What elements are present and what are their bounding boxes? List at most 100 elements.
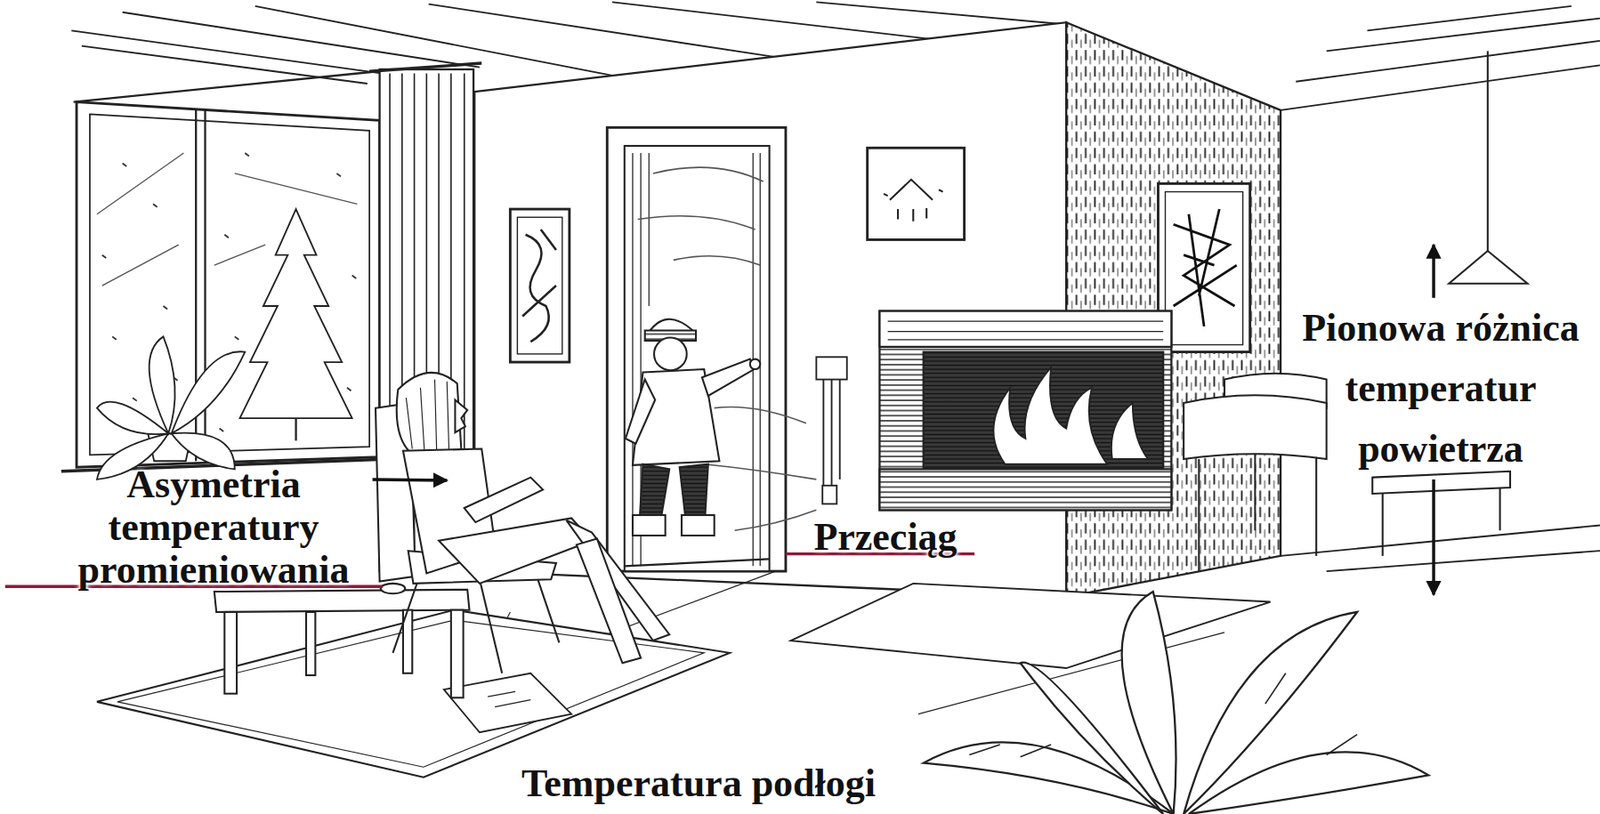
doorway xyxy=(624,558,770,566)
ceiling xyxy=(1280,64,1600,110)
doorway xyxy=(632,153,760,566)
ceiling xyxy=(71,30,383,73)
fireplace xyxy=(1111,403,1148,460)
doorway xyxy=(624,145,770,572)
woman-figure xyxy=(405,379,449,456)
wall-picture xyxy=(1164,192,1243,346)
wall-picture xyxy=(517,217,562,355)
woman-figure xyxy=(576,538,641,663)
window xyxy=(61,102,390,472)
wall-picture xyxy=(1173,209,1237,327)
annotation-label: Temperatura podłogi xyxy=(467,762,930,806)
window xyxy=(240,209,353,419)
right-chairs xyxy=(1372,471,1511,494)
ceiling xyxy=(1295,40,1600,82)
up-arrow xyxy=(1431,244,1435,299)
curtain xyxy=(369,63,482,72)
woman-figure xyxy=(393,579,420,654)
wall-picture xyxy=(522,229,557,342)
annotation-label: Przeciąg xyxy=(769,516,1002,559)
pendant-lamp xyxy=(1448,250,1528,284)
magazine xyxy=(487,691,531,707)
child-figure xyxy=(681,515,715,536)
window-plant xyxy=(149,336,176,434)
woman-figure xyxy=(479,579,502,673)
coffee-table xyxy=(306,612,316,676)
floor-rug xyxy=(791,583,1271,669)
down-arrow xyxy=(1431,479,1435,596)
foreground-plant xyxy=(1020,662,1164,814)
woman-figure xyxy=(375,372,670,674)
right-wall xyxy=(1326,550,1600,572)
ceiling xyxy=(1326,18,1600,52)
fireplace xyxy=(888,321,1164,340)
doorway xyxy=(606,127,817,572)
window xyxy=(76,102,380,468)
wall-picture xyxy=(867,147,965,240)
woman-figure xyxy=(454,399,468,433)
window-plant xyxy=(171,351,246,434)
child-figure xyxy=(679,464,709,521)
woman-figure xyxy=(464,477,543,523)
right-chairs xyxy=(1315,457,1318,557)
wall-outlet xyxy=(831,379,833,489)
doorway xyxy=(638,167,817,531)
wall-picture xyxy=(883,179,944,222)
window xyxy=(96,153,357,286)
coffee-table xyxy=(224,612,237,695)
child-figure xyxy=(632,515,666,536)
coffee-table xyxy=(214,583,470,698)
wall-outlet xyxy=(839,379,841,480)
annotation-arrows xyxy=(372,244,1434,595)
ceiling xyxy=(73,71,379,102)
right-wall xyxy=(1280,525,1600,573)
foreground-plant xyxy=(969,673,1358,758)
foreground-plant xyxy=(923,591,1430,814)
right-wall xyxy=(1280,525,1600,557)
wall-outlet xyxy=(816,356,847,504)
coffee-table xyxy=(214,589,470,613)
right-chairs xyxy=(1183,395,1327,460)
fireplace xyxy=(879,468,1172,510)
wall-picture xyxy=(509,209,570,363)
ceiling xyxy=(1367,6,1572,32)
child-figure xyxy=(625,319,760,536)
fireplace xyxy=(993,367,1108,465)
ceiling xyxy=(428,4,776,58)
fireplace xyxy=(879,311,1172,511)
fireplace xyxy=(879,311,1172,511)
right-chairs xyxy=(1197,459,1200,572)
child-figure xyxy=(702,359,754,396)
wall-outlet xyxy=(822,379,825,489)
annotation-label: Pionowa różnica temperatur powietrza xyxy=(1289,298,1592,480)
window xyxy=(102,153,357,432)
wall-outlet xyxy=(816,356,847,380)
floor-carpet xyxy=(96,610,730,778)
child-figure xyxy=(750,359,760,370)
ceiling xyxy=(816,1,1067,25)
pointer-arrow xyxy=(372,479,448,481)
child-figure xyxy=(625,379,655,445)
ceiling xyxy=(255,6,613,76)
ceiling xyxy=(81,46,368,84)
wall-picture xyxy=(509,209,570,363)
window-plant xyxy=(96,336,245,480)
right-chairs xyxy=(1499,487,1502,531)
foreground-plant xyxy=(1188,751,1429,814)
coffee-table xyxy=(380,583,406,594)
fireplace xyxy=(879,311,1172,348)
window xyxy=(89,113,370,455)
pendant-lamp xyxy=(1486,50,1489,253)
right-chairs xyxy=(1253,453,1256,531)
right-chairs xyxy=(1381,493,1384,557)
child-figure xyxy=(654,338,687,372)
window xyxy=(294,418,297,441)
woman-figure xyxy=(396,372,462,458)
floor-carpet xyxy=(96,610,730,778)
child-figure xyxy=(639,464,670,518)
wall-outlet xyxy=(822,485,837,505)
pendant-lamp xyxy=(1448,50,1528,283)
coffee-table xyxy=(451,610,464,699)
